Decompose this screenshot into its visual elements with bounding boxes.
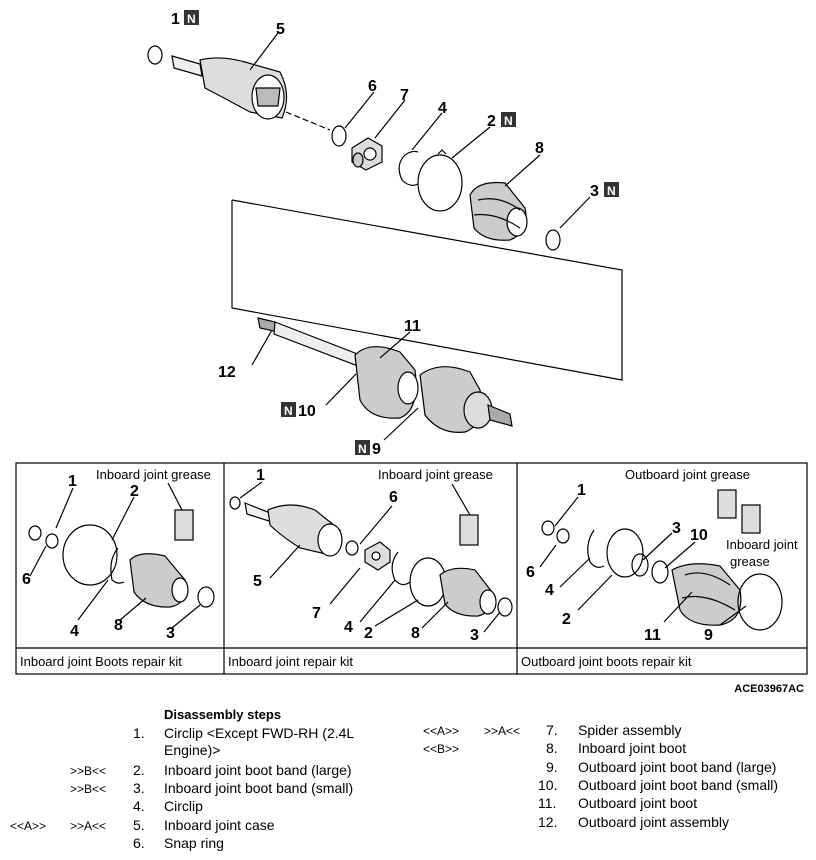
svg-text:6: 6	[389, 489, 398, 506]
svg-text:grease: grease	[730, 554, 770, 569]
callout-11: 11	[404, 318, 421, 335]
kit1-grease-tube	[174, 509, 194, 541]
svg-text:N: N	[284, 404, 293, 418]
svg-text:8: 8	[114, 617, 123, 634]
callout-1: 1	[171, 11, 180, 28]
svg-text:2: 2	[562, 611, 571, 628]
callout-4: 4	[438, 100, 447, 117]
kit3-grease-tube-2	[741, 504, 761, 534]
svg-text:6: 6	[526, 564, 535, 581]
callout-9: 9	[372, 441, 381, 458]
part-circlip-4	[398, 154, 419, 186]
callout-8: 8	[535, 140, 544, 157]
kit-panel-frame	[15, 462, 808, 675]
kit-caption-1: Inboard joint Boots repair kit	[20, 654, 182, 669]
svg-text:Inboard joint grease: Inboard joint grease	[96, 467, 211, 482]
svg-text:3: 3	[672, 520, 681, 537]
callout-5: 5	[276, 21, 285, 38]
kit-captions: Inboard joint Boots repair kit Inboard j…	[16, 650, 807, 674]
svg-text:1: 1	[577, 482, 586, 499]
svg-text:Inboard joint: Inboard joint	[726, 537, 798, 552]
part-band-2	[417, 154, 463, 212]
svg-text:10: 10	[690, 527, 708, 544]
svg-text:3: 3	[470, 627, 479, 644]
svg-text:3: 3	[166, 625, 175, 642]
svg-text:8: 8	[411, 625, 420, 642]
figure-code: ACE03967AC	[734, 683, 804, 695]
kit-caption-2: Inboard joint repair kit	[228, 654, 354, 669]
svg-text:N: N	[187, 12, 196, 26]
steps-title: Disassembly steps	[164, 707, 282, 722]
svg-text:1: 1	[256, 467, 265, 484]
part-circlip-1	[147, 45, 163, 65]
svg-text:4: 4	[545, 582, 554, 599]
callout-12: 12	[218, 364, 236, 381]
part-spider-7	[351, 137, 383, 171]
callout-6: 6	[368, 78, 377, 95]
exploded-parts-diagram: 1 N 5 6 7 4 2 N 8 3 N 11 12 N 10 N 9 1 2…	[15, 10, 808, 675]
svg-text:2: 2	[364, 625, 373, 642]
svg-text:N: N	[358, 442, 367, 456]
svg-text:4: 4	[344, 619, 353, 636]
part-snap-ring-6	[331, 125, 347, 147]
kit2-grease-tube	[459, 514, 479, 546]
kit-caption-3: Outboard joint boots repair kit	[521, 654, 692, 669]
svg-text:N: N	[504, 114, 513, 128]
svg-text:Outboard joint grease: Outboard joint grease	[625, 467, 750, 482]
svg-text:5: 5	[253, 573, 262, 590]
part-inboard-joint-case-5	[171, 55, 288, 120]
callout-2: 2	[487, 113, 496, 130]
callout-10: 10	[298, 403, 316, 420]
svg-text:9: 9	[704, 627, 713, 644]
svg-text:4: 4	[70, 623, 79, 640]
svg-text:6: 6	[22, 571, 31, 588]
svg-text:11: 11	[644, 627, 661, 644]
part-boot-8	[469, 181, 528, 241]
part-outboard-assembly	[257, 317, 513, 433]
svg-text:Inboard joint grease: Inboard joint grease	[378, 467, 493, 482]
svg-text:N: N	[607, 184, 616, 198]
part-band-3	[545, 229, 561, 251]
kit3-grease-tube-1	[717, 489, 737, 519]
callout-3: 3	[590, 183, 599, 200]
svg-text:7: 7	[312, 605, 321, 622]
callout-7: 7	[400, 87, 409, 104]
svg-text:2: 2	[130, 483, 139, 500]
svg-text:1: 1	[68, 473, 77, 490]
